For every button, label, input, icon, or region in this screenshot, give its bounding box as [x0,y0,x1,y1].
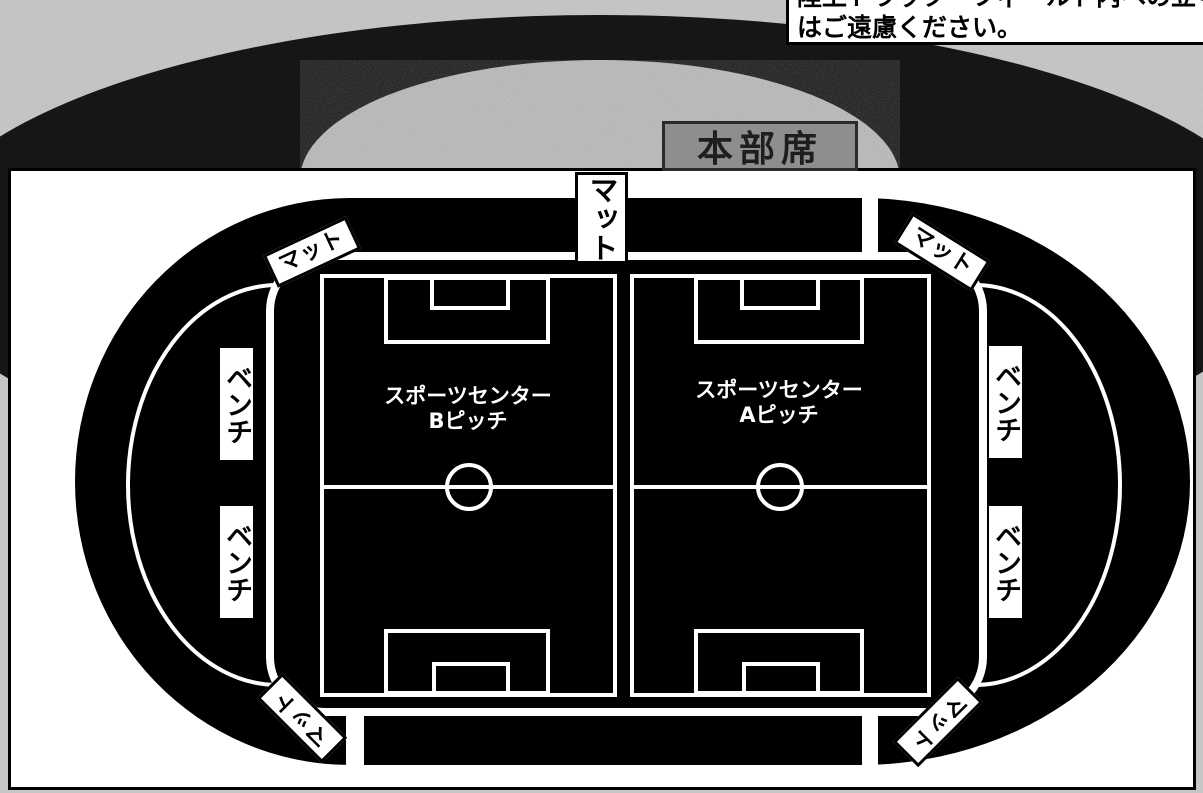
pitch-b-goal-area-bottom [432,662,510,695]
track-gap-top-right [862,196,878,254]
pitch-b-title: スポーツセンター Bピッチ [353,384,583,434]
pitch-b-venue-name: スポーツセンター [384,384,552,408]
track-gap-bottom-left [346,710,364,768]
notice-box: 陸上トラック・フィールド内への立ち はご遠慮ください。 [786,0,1203,45]
notice-line-2: はご遠慮ください。 [797,13,1023,42]
pitch-a-center-circle [756,463,804,511]
pitch-a-goal-area-bottom [742,662,820,695]
pitch-b [320,274,617,697]
track-outer-line-right [974,283,1122,687]
pitch-a-title: スポーツセンター Aピッチ [664,378,894,428]
pitch-b-center-circle [445,463,493,511]
track-outer-line-left [126,283,279,687]
pitch-a-venue-name: スポーツセンター [695,378,863,402]
bench-label-left-upper: ベンチ [220,348,253,460]
pitch-a-label: Aピッチ [739,403,819,427]
pitch-b-label: Bピッチ [428,409,508,433]
bench-label-right-lower: ベンチ [989,506,1022,618]
pitch-a [630,274,931,697]
mat-label-top: マット [575,172,628,264]
notice-line-1: 陸上トラック・フィールド内への立ち [797,0,1203,9]
bench-label-right-upper: ベンチ [989,346,1022,458]
hq-seat-label: 本部席 [662,121,858,171]
track-gap-bottom-right [862,710,878,768]
pitch-a-goal-area-top [740,276,820,310]
bench-label-left-lower: ベンチ [220,506,253,618]
pitch-b-goal-area-top [430,276,510,310]
